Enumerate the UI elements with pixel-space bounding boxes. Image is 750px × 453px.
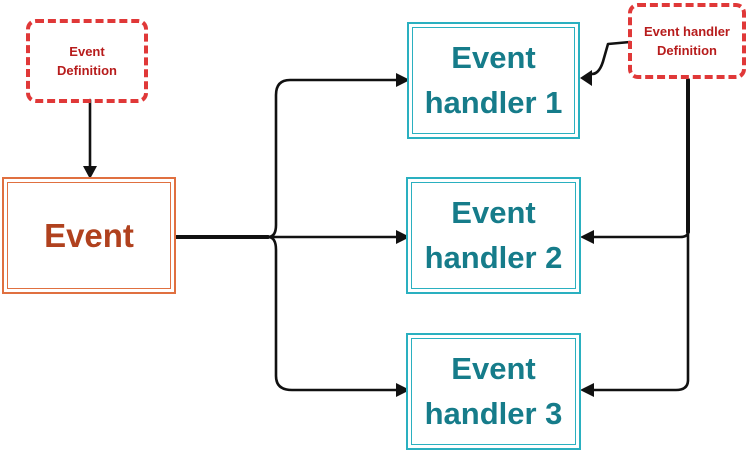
handler-3-label: Event handler 3 <box>425 347 563 435</box>
handler-2-line-1: Event <box>451 195 536 231</box>
handler-1-line-1: Event <box>451 40 536 76</box>
handler-3-line-2: handler 3 <box>424 395 563 431</box>
event-box: Event <box>2 177 176 294</box>
arrowhead-to-handler-1 <box>396 73 410 87</box>
arrowhead-hdef-to-handler-2 <box>580 230 594 244</box>
event-definition-label: Event Definition <box>57 42 117 81</box>
handler-definition-box: Event handler Definition <box>628 3 746 79</box>
arrowhead-to-event <box>83 166 97 179</box>
arrowhead-to-handler-3 <box>396 383 410 397</box>
connector-to-handler-3 <box>266 235 402 392</box>
handler-box-2: Event handler 2 <box>406 177 581 294</box>
event-label: Event <box>44 216 134 254</box>
handler-1-label: Event handler 1 <box>425 36 563 124</box>
connector-hdef-to-handler-3 <box>588 230 690 392</box>
handler-box-1: Event handler 1 <box>407 22 580 139</box>
connector-hdef-to-handler-1 <box>582 40 632 80</box>
handler-definition-label: Event handler Definition <box>644 22 730 61</box>
handler-2-label: Event handler 2 <box>425 191 563 279</box>
arrowhead-hdef-to-handler-1 <box>580 70 592 86</box>
event-definition-line-1: Event <box>69 43 105 59</box>
arrowhead-to-handler-2 <box>396 230 410 244</box>
handler-definition-line-2: Definition <box>657 43 717 58</box>
handler-box-3: Event handler 3 <box>406 333 581 450</box>
arrowhead-hdef-to-handler-3 <box>580 383 594 397</box>
handler-2-line-2: handler 2 <box>424 239 563 275</box>
connector-trunk-vertical <box>266 78 402 239</box>
connector-hdef-to-handler-2 <box>588 230 690 239</box>
handler-1-line-2: handler 1 <box>424 84 563 120</box>
handler-definition-line-1: Event handler <box>644 23 730 39</box>
event-definition-box: Event Definition <box>26 19 148 103</box>
event-definition-line-2: Definition <box>57 63 117 78</box>
handler-3-line-1: Event <box>451 351 536 387</box>
